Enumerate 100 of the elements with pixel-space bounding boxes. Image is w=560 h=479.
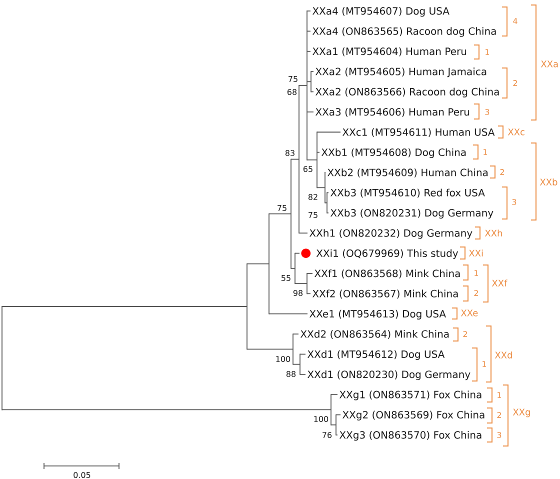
clade-label: XXc bbox=[508, 128, 524, 136]
subgroup-label: 2 bbox=[500, 169, 504, 175]
taxon-label: XXa1 (MT954604) Human Peru bbox=[312, 47, 466, 56]
clade-label: XXf bbox=[492, 280, 508, 286]
branch-line bbox=[306, 159, 318, 160]
branch-line bbox=[290, 268, 296, 269]
bootstrap-value: 75 bbox=[288, 76, 298, 82]
clade-label: XXg bbox=[512, 408, 530, 418]
subgroup-label: 3 bbox=[512, 198, 516, 205]
taxon-label: XXa4 (MT954607) Dog USA bbox=[312, 7, 450, 17]
bootstrap-value: 100 bbox=[314, 416, 328, 422]
branch-line bbox=[2, 409, 332, 410]
subgroup-label: 2 bbox=[474, 290, 478, 296]
bootstrap-value: 82 bbox=[308, 194, 318, 200]
branch-line bbox=[246, 348, 294, 350]
branch-line bbox=[306, 30, 311, 32]
clade-label: XXa bbox=[540, 60, 558, 68]
node-line bbox=[316, 132, 318, 188]
branch-line bbox=[326, 192, 329, 194]
clade-label: XXe bbox=[460, 310, 478, 316]
taxon-label: XXc1 (MT954611) Human USA bbox=[342, 128, 495, 138]
taxon-label: XXe1 (MT954613) Dog USA bbox=[310, 310, 446, 320]
branch-line bbox=[2, 306, 248, 307]
branch-line bbox=[292, 364, 300, 365]
branch-line bbox=[246, 263, 270, 264]
bootstrap-value: 88 bbox=[286, 370, 296, 377]
taxon-label: XXh1 (ON820232) Dog Germany bbox=[310, 229, 472, 239]
node-line bbox=[292, 334, 294, 365]
bootstrap-value: 76 bbox=[322, 432, 332, 438]
branch-line bbox=[268, 213, 292, 214]
branch-line bbox=[324, 202, 328, 204]
taxon-label: XXa2 (ON863566) Racoon dog China bbox=[316, 88, 499, 98]
branch-line bbox=[326, 212, 329, 214]
subgroup-label: 2 bbox=[513, 80, 517, 86]
bootstrap-value: 75 bbox=[308, 212, 318, 218]
branch-line bbox=[330, 424, 336, 426]
branch-line bbox=[316, 187, 326, 188]
subgroup-label: 1 bbox=[482, 361, 486, 367]
branch-line bbox=[316, 132, 341, 133]
node-line bbox=[246, 263, 248, 350]
branch-line bbox=[290, 158, 300, 160]
node-line bbox=[306, 273, 308, 294]
taxon-label: XXf2 (ON863567) Mink China bbox=[312, 290, 458, 299]
subgroup-label: 3 bbox=[497, 432, 502, 438]
branch-line bbox=[294, 283, 308, 284]
branch-line bbox=[306, 273, 313, 274]
branch-line bbox=[306, 50, 311, 52]
branch-line bbox=[306, 10, 311, 12]
branch-line bbox=[336, 414, 341, 416]
branch-line bbox=[310, 91, 314, 92]
taxon-label: XXb2 (MT954609) Human China bbox=[328, 168, 488, 178]
node-line bbox=[268, 213, 270, 314]
node-line bbox=[330, 394, 332, 426]
subgroup-label: 1 bbox=[474, 270, 478, 276]
node-line bbox=[324, 172, 326, 204]
taxon-label: XXg3 (ON863570) Fox China bbox=[340, 430, 482, 441]
branch-line bbox=[330, 394, 338, 396]
branch-line bbox=[306, 81, 312, 82]
clade-label: XXd bbox=[494, 352, 512, 358]
taxon-label: XXd1 (ON820230) Dog Germany bbox=[308, 370, 470, 380]
branch-line bbox=[306, 293, 311, 294]
subgroup-label: 4 bbox=[513, 18, 518, 24]
subgroup-label: 2 bbox=[497, 412, 501, 418]
bootstrap-value: 75 bbox=[278, 205, 286, 211]
branch-line bbox=[298, 85, 308, 86]
taxon-label: XXa4 (ON863565) Racoon dog China bbox=[312, 27, 496, 37]
taxon-label: XXd2 (ON863564) Mink China bbox=[300, 330, 449, 339]
bootstrap-value: 55 bbox=[282, 275, 290, 281]
subgroup-label: 3 bbox=[485, 108, 490, 116]
taxon-label: XXi1 (OQ679969) This study bbox=[316, 249, 458, 259]
bootstrap-value: 98 bbox=[293, 290, 303, 296]
scale-label: 0.05 bbox=[74, 472, 90, 478]
branch-line bbox=[268, 313, 308, 314]
branch-line bbox=[298, 232, 308, 234]
taxon-label: XXg1 (ON863571) Fox China bbox=[340, 390, 482, 400]
branch-line bbox=[300, 374, 306, 375]
branch-line bbox=[316, 152, 320, 153]
bootstrap-value: 65 bbox=[303, 166, 312, 172]
subgroup-label: 1 bbox=[486, 49, 490, 55]
node-line bbox=[294, 252, 296, 284]
clade-label: XXb bbox=[540, 178, 558, 186]
clade-label: XXh bbox=[484, 230, 502, 236]
node-line bbox=[306, 10, 308, 160]
node-line bbox=[290, 158, 292, 269]
subgroup-label: 1 bbox=[484, 149, 488, 155]
node-line bbox=[298, 85, 300, 234]
node-line bbox=[326, 192, 328, 214]
taxon-label: XXb3 (MT954610) Red fox USA bbox=[330, 188, 485, 198]
bootstrap-value: 100 bbox=[276, 356, 290, 362]
taxon-label: XXg2 (ON863569) Fox China bbox=[342, 410, 484, 420]
node-line bbox=[310, 71, 312, 92]
taxon-label: XXa2 (MT954605) Human Jamaica bbox=[316, 68, 486, 78]
branch-line bbox=[300, 354, 306, 355]
branch-line bbox=[294, 252, 300, 254]
bootstrap-value: 68 bbox=[287, 88, 297, 96]
taxon-label: XXa3 (MT954606) Human Peru bbox=[316, 108, 470, 117]
subgroup-label: 2 bbox=[463, 331, 467, 337]
bootstrap-value: 83 bbox=[285, 150, 294, 156]
branch-line bbox=[310, 71, 314, 72]
taxon-label: XXd1 (MT954612) Dog USA bbox=[308, 350, 445, 360]
